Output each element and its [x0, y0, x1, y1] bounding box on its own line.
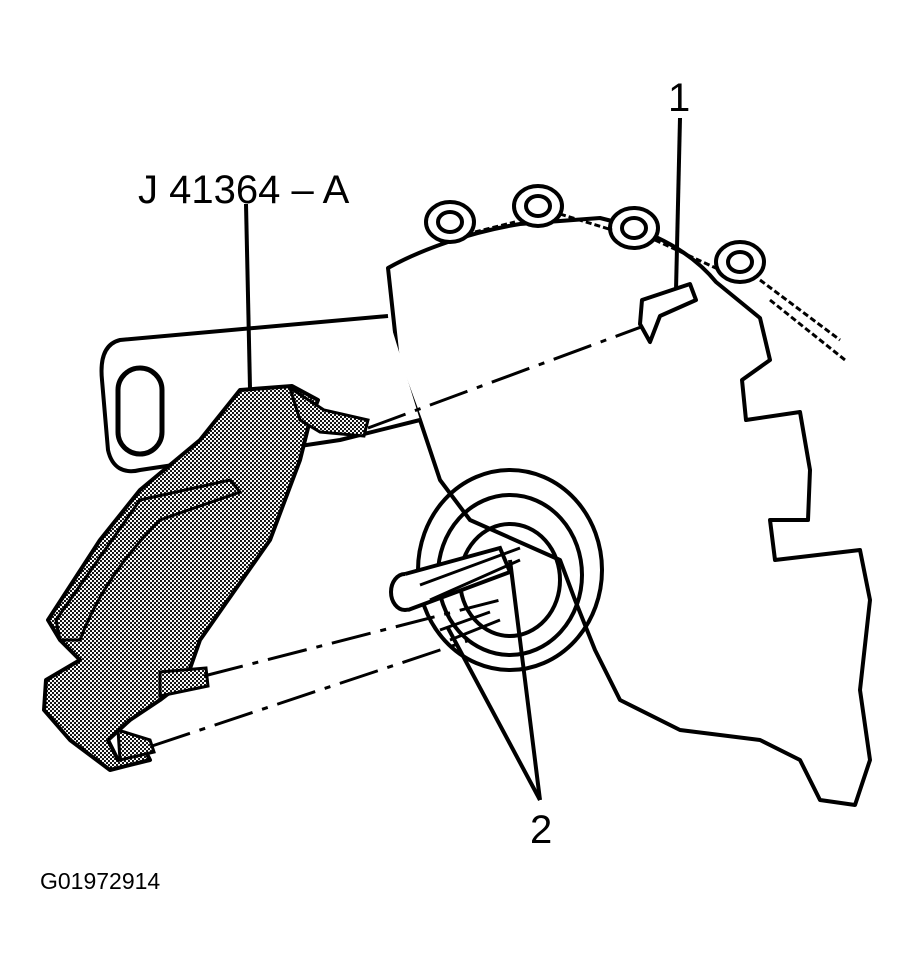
locator-tab	[638, 282, 698, 344]
transmission-case-outline	[386, 216, 872, 807]
callout-2-label: 2	[530, 808, 553, 852]
tool-top-tab	[287, 384, 370, 438]
shift-shaft	[389, 545, 521, 642]
tool-slot-recess	[54, 478, 243, 642]
bolt-bosses	[424, 184, 766, 284]
figure-id-label: G01972914	[40, 868, 161, 894]
tool-part-number-label: J 41364 – A	[138, 168, 350, 212]
alignment-lines	[151, 318, 661, 748]
leader-lines	[244, 117, 682, 801]
ear-slot	[115, 365, 165, 457]
tool-j41364a	[42, 384, 370, 772]
callout-1-label: 1	[668, 76, 691, 120]
tool-hook-prong	[116, 727, 156, 762]
case-flange-edge	[474, 212, 846, 362]
tool-lower-prong	[158, 666, 210, 698]
